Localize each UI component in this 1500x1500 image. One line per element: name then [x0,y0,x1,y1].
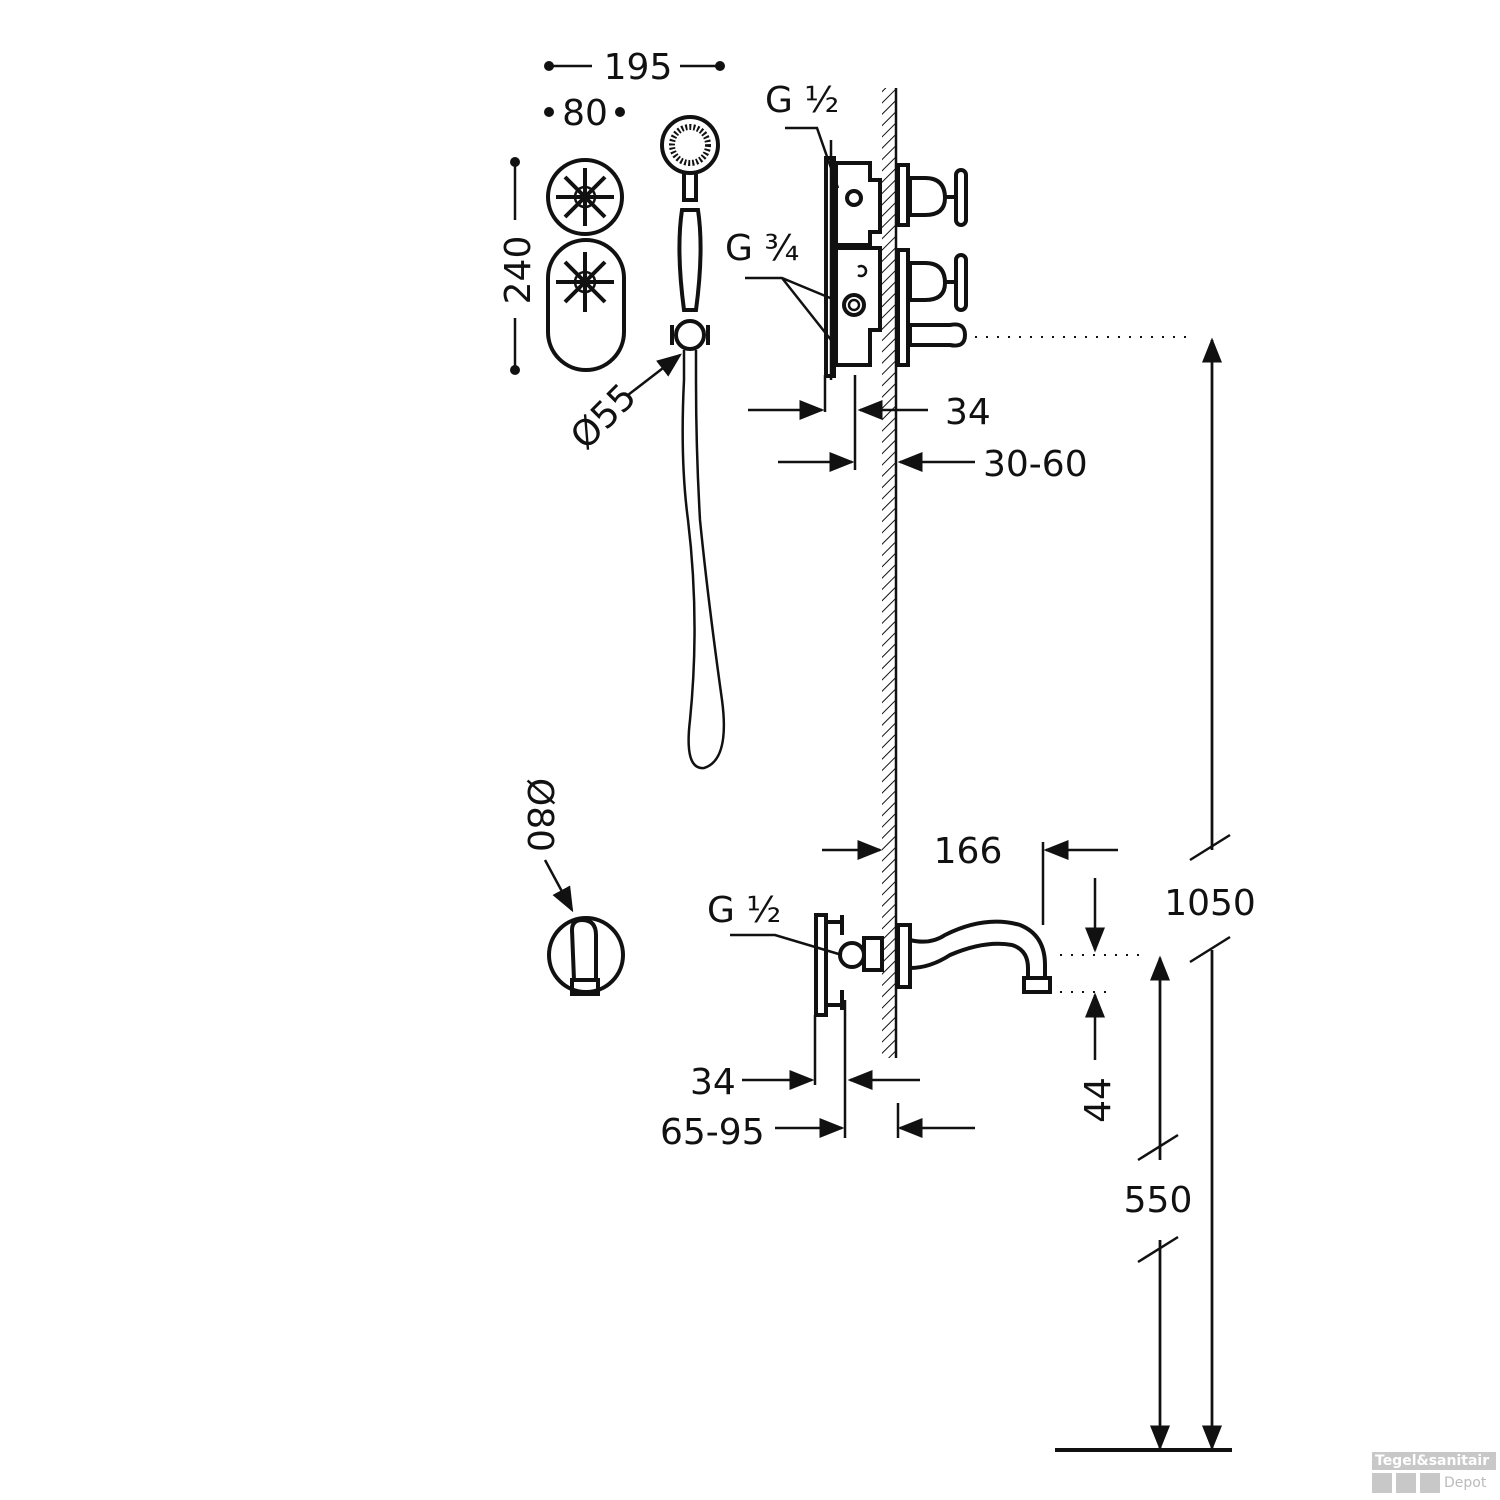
dimension-195: 195 [544,47,725,88]
bath-spout [896,919,1052,994]
dimension-55-label: Ø55 [563,376,644,457]
watermark-square [1396,1473,1416,1493]
watermark-brand: Tegel&sanitair [1372,1452,1496,1470]
thread-g-half-lower-label: G ½ [707,890,781,931]
dimension-550: 550 [1124,955,1193,1451]
dimension-34-lower: 34 [690,1062,920,1103]
dimension-1050: 1050 [1164,337,1256,1451]
dimension-34-upper-label: 34 [945,392,991,433]
thread-g-three-quarter-label: G ¾ [725,228,799,269]
dimension-65-95-label: 65-95 [660,1112,765,1153]
thread-g-half-upper-label: G ½ [765,80,839,121]
dimension-1050-label: 1050 [1164,883,1256,924]
dimension-240: 240 [498,157,539,375]
dimension-80-label: 80 [562,93,608,134]
dimension-166-label: 166 [934,831,1003,872]
watermark-sub: Depot [1444,1475,1487,1491]
cross-handle-front-view [546,158,626,372]
dimension-34-lower-label: 34 [690,1062,736,1103]
dimension-80: 80 [544,93,625,134]
water-drop-icon [1372,1473,1392,1493]
dimension-44-label: 44 [1078,1077,1119,1123]
dimension-65-95: 65-95 [660,1103,975,1153]
watermark-logo: Tegel&sanitair Depot [1372,1452,1496,1493]
spout-front-view: Ø80 [519,778,625,996]
wall-section [882,88,898,1058]
upper-valve-body [823,140,968,470]
dimension-30-60: 30-60 [778,444,1088,485]
dimension-166: 166 [822,831,1118,925]
lower-valve-body: G ½ [707,890,884,1138]
dimension-240-label: 240 [498,236,539,305]
dimension-34-upper: 34 [748,392,991,433]
dimension-30-60-label: 30-60 [983,444,1088,485]
dimension-44: 44 [1060,878,1119,1123]
dimension-80-diameter-label: Ø80 [519,778,560,852]
dimension-195-label: 195 [604,47,673,88]
dimension-550-label: 550 [1124,1180,1193,1221]
watermark-square [1420,1473,1440,1493]
thread-upper-labels: G ½ G ¾ [725,80,839,346]
hand-shower: Ø55 [563,115,726,770]
